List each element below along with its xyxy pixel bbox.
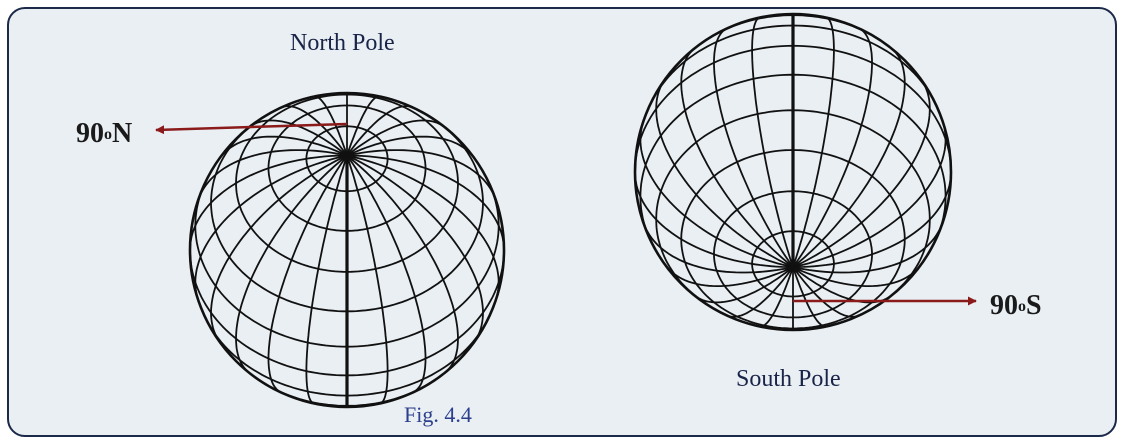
globe-outline [188, 91, 506, 409]
north-latitude-label: 90oN [76, 118, 132, 150]
degree-value: 90 [990, 290, 1018, 321]
south-pole-globe [633, 12, 953, 332]
globe-outline [633, 12, 953, 332]
parallel-line [235, 93, 459, 273]
north-pole-label: North Pole [290, 30, 395, 56]
parallel-line [305, 125, 389, 193]
direction-letter: N [112, 118, 133, 149]
north-pole-globe [188, 91, 506, 409]
meridian-line [346, 149, 497, 199]
south-latitude-label: 90oS [990, 290, 1042, 322]
direction-letter: S [1026, 290, 1042, 321]
meridian-line [194, 154, 348, 299]
meridian-line [792, 123, 947, 268]
meridian-line [751, 16, 794, 268]
parallel-line [639, 73, 947, 239]
meridian-line [197, 149, 348, 199]
meridian-line [210, 154, 348, 342]
degree-symbol: o [104, 126, 112, 143]
meridian-line [655, 79, 794, 268]
meridian-line [792, 265, 921, 287]
south-pole-label: South Pole [736, 366, 841, 392]
meridian-line [235, 154, 348, 374]
parallel-line [634, 44, 952, 173]
parallel-line [210, 118, 484, 313]
parallel-line [680, 149, 906, 330]
meridian-line [346, 154, 500, 299]
north-pole-arrow [155, 122, 348, 135]
meridian-line [346, 154, 484, 342]
meridian-line [220, 135, 348, 158]
degree-value: 90 [76, 118, 104, 149]
meridian-line [305, 155, 348, 405]
meridian-line [642, 223, 794, 274]
meridian-line [792, 16, 835, 268]
meridian-line [346, 135, 474, 158]
meridian-line [346, 154, 459, 374]
parallel-line [713, 190, 873, 319]
meridian-line [346, 154, 427, 393]
meridian-line [792, 79, 931, 268]
meridian-line [665, 265, 794, 287]
meridian-line [792, 47, 906, 268]
meridian-line [792, 223, 944, 274]
meridian-line [639, 123, 794, 268]
parallel-line [655, 109, 931, 305]
meridian-line [792, 28, 873, 268]
figure-caption: Fig. 4.4 [404, 402, 472, 427]
meridian-line [346, 155, 389, 405]
parallel-line [194, 183, 500, 348]
parallel-line [267, 104, 427, 232]
meridian-line [267, 154, 348, 393]
parallel-line [751, 230, 835, 298]
parallel-line [189, 249, 505, 377]
meridian-line [680, 47, 794, 268]
meridian-line [713, 28, 794, 268]
degree-symbol: o [1018, 298, 1026, 315]
